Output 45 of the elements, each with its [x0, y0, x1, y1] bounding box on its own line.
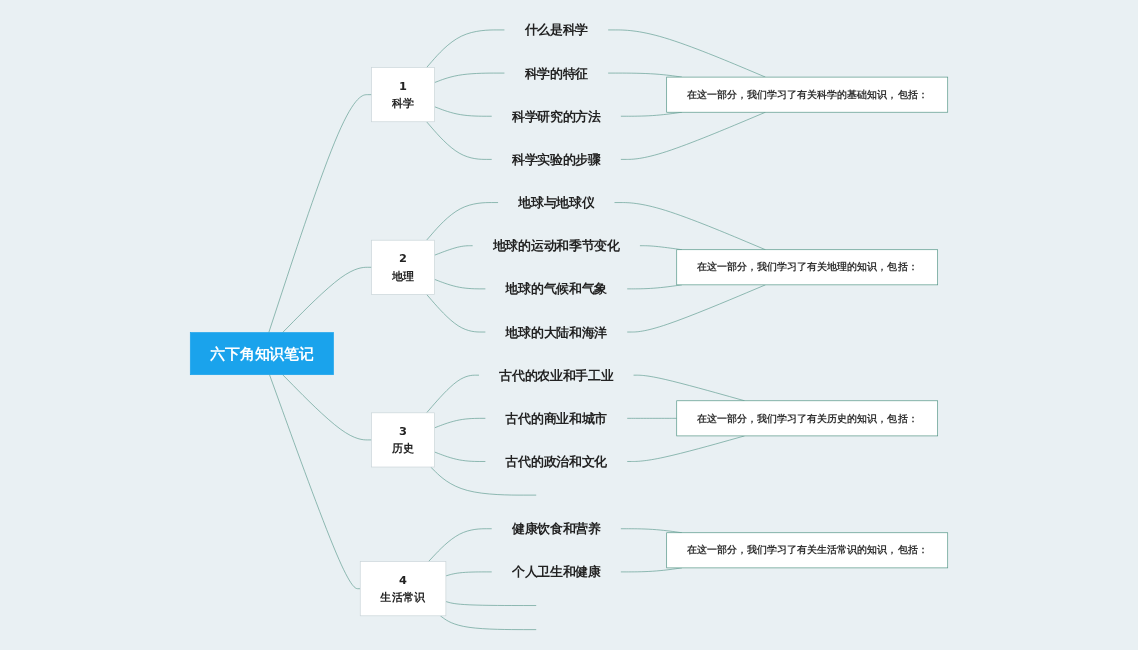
node-text: 科学的特征 [524, 65, 589, 81]
connector [268, 94, 372, 333]
node-text: 地球的运动和季节变化 [492, 238, 620, 253]
node-box: 4 生活常识 [359, 561, 447, 617]
connector [626, 418, 678, 419]
connector [269, 374, 361, 590]
node-box: 六下角知识笔记 [189, 332, 334, 375]
connector [282, 374, 372, 441]
connector [434, 451, 486, 462]
node-text: 健康饮食和营养 [511, 521, 601, 536]
node-box: 2 地理 [371, 239, 435, 295]
connector [434, 418, 486, 429]
node-text: 古代的农业和手工业 [499, 367, 614, 383]
node-text: 地球的气候和气象 [505, 281, 608, 297]
node-box: 在这一部分，我们学习了有关历史的知识，包括： [676, 400, 938, 437]
connector [426, 202, 499, 241]
node-text: 地球的大陆和海洋 [505, 324, 608, 340]
connector [426, 121, 493, 160]
node-text: 科学实验的步骤 [511, 151, 601, 167]
node-box: 1 科学 [371, 67, 435, 123]
node-box: 在这一部分，我们学习了有关地理的知识，包括： [676, 249, 938, 286]
connector [434, 279, 486, 290]
node-text: 古代的政治和文化 [505, 453, 608, 469]
node-text: 古代的商业和城市 [505, 410, 608, 426]
node-text: 个人卫生和健康 [511, 564, 601, 580]
connector [430, 466, 537, 496]
connector [426, 294, 486, 333]
connector [428, 528, 493, 562]
node-text: 地球与地球仪 [518, 195, 595, 210]
node-text: 科学研究的方法 [511, 108, 601, 124]
node-box: 在这一部分，我们学习了有关科学的基础知识，包括： [666, 76, 949, 113]
connector [439, 615, 537, 630]
connector [434, 106, 493, 117]
connector [426, 374, 480, 414]
connector [434, 72, 505, 83]
connector [434, 245, 473, 256]
node-box: 在这一部分，我们学习了有关生活常识的知识，包括： [666, 532, 949, 569]
connector [607, 29, 766, 78]
node-text: 什么是科学 [524, 22, 589, 38]
connector [445, 601, 537, 606]
node-box: 3 历史 [371, 412, 435, 468]
connector [426, 29, 505, 68]
connector [626, 284, 766, 333]
connector [282, 266, 372, 333]
connector [445, 571, 493, 577]
